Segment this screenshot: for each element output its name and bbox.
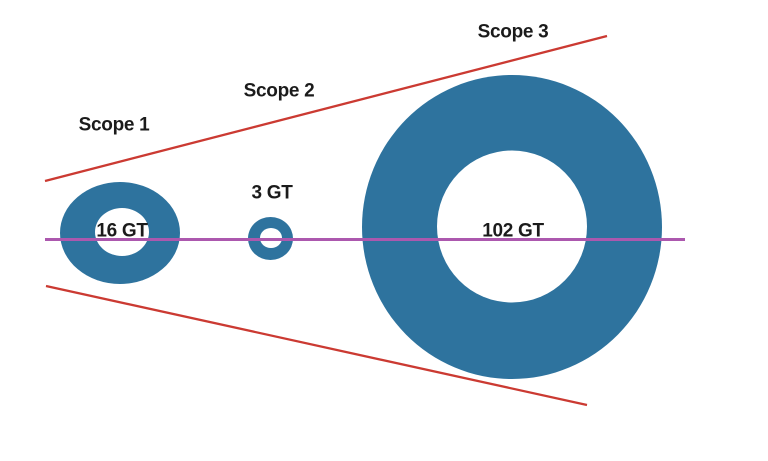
scope3-donut (362, 75, 662, 379)
scope1-label: Scope 1 (78, 114, 150, 136)
upper-red-guide-line (44, 34, 608, 183)
scope3-value-label: 102 GT (482, 220, 544, 242)
scope2-label: Scope 2 (243, 80, 315, 102)
scope3-label: Scope 3 (477, 21, 549, 43)
scope1-donut-hole (95, 208, 149, 256)
scope2-value-label: 3 GT (251, 182, 293, 204)
scope1-value-label: 16 GT (96, 220, 148, 242)
lower-red-guide-line (45, 284, 588, 407)
scope3-donut-hole (437, 150, 587, 303)
scope1-donut (60, 182, 180, 284)
